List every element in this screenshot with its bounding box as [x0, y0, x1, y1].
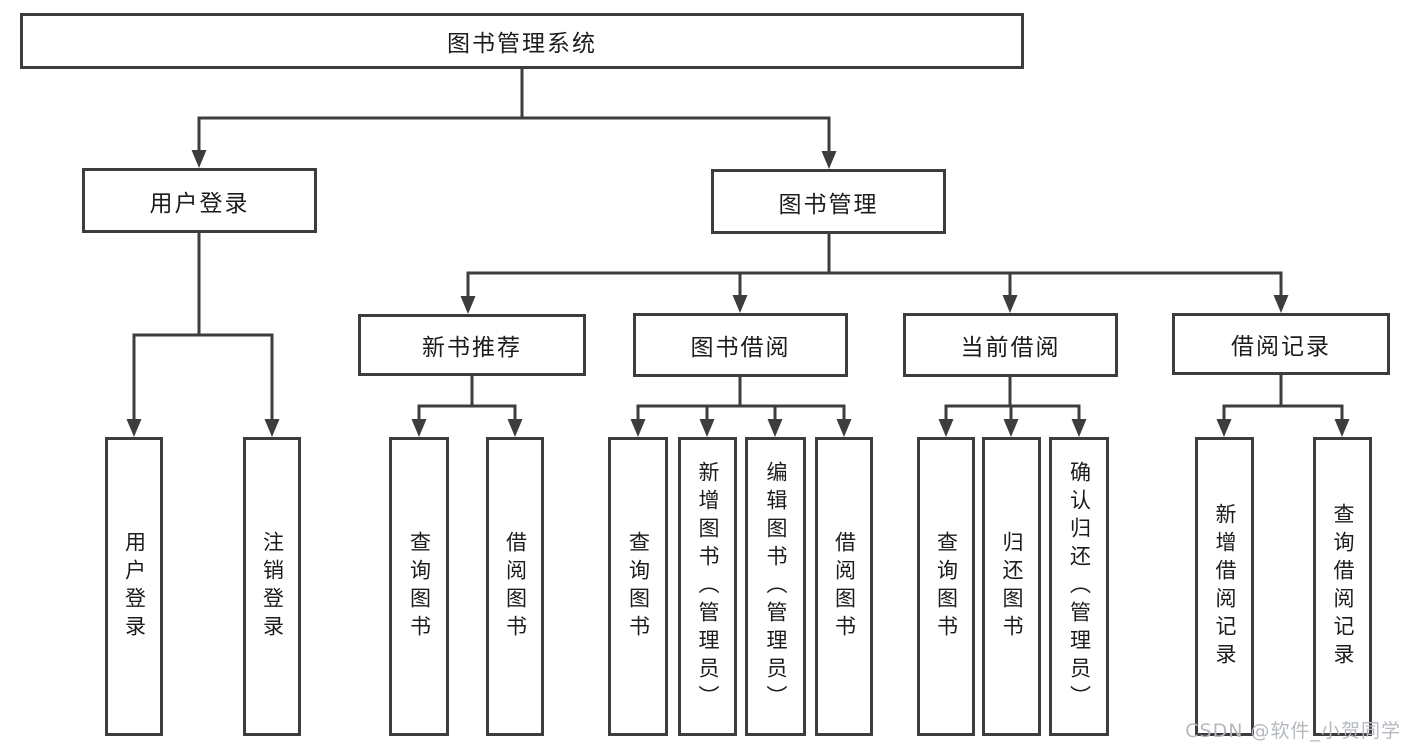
- arrowhead-down-icon: [507, 419, 523, 437]
- node-label: 归还图书: [1000, 530, 1024, 643]
- node-label: 查询图书: [626, 530, 651, 643]
- node-label: 查询借阅记录: [1331, 502, 1355, 671]
- arrowhead-down-icon: [1003, 419, 1019, 437]
- arrowhead-down-icon: [1334, 419, 1350, 437]
- node-label: 新增借阅记录: [1213, 502, 1237, 671]
- node-leaf-user-login: 用户登录: [105, 437, 163, 736]
- node-label: 借阅图书: [832, 530, 857, 643]
- node-leaf-query-book-1: 查询图书: [389, 437, 449, 736]
- node-label: 借阅记录: [1231, 334, 1331, 360]
- node-leaf-confirm-return-admin: 确认归还（管理员）: [1049, 437, 1109, 736]
- node-label: 确认归还（管理员）: [1067, 460, 1092, 713]
- node-leaf-query-book-2: 查询图书: [608, 437, 668, 736]
- node-leaf-logout: 注销登录: [243, 437, 301, 736]
- arrowhead-down-icon: [836, 419, 852, 437]
- node-label: 用户登录: [122, 530, 147, 643]
- node-label: 图书管理系统: [447, 31, 597, 57]
- arrowhead-down-icon: [1216, 419, 1232, 437]
- arrowhead-down-icon: [460, 296, 476, 314]
- node-label: 查询图书: [934, 530, 959, 643]
- node-label: 图书借阅: [690, 335, 791, 361]
- node-current-borrow: 当前借阅: [903, 313, 1118, 377]
- node-borrow-record: 借阅记录: [1172, 313, 1390, 375]
- arrowhead-down-icon: [699, 419, 715, 437]
- node-leaf-add-borrow-record: 新增借阅记录: [1195, 437, 1254, 736]
- node-root-library-system: 图书管理系统: [20, 13, 1024, 69]
- arrowhead-down-icon: [767, 419, 783, 437]
- arrowhead-down-icon: [1071, 419, 1087, 437]
- arrowhead-down-icon: [630, 419, 646, 437]
- arrowhead-down-icon: [191, 150, 207, 168]
- node-label: 新增图书（管理员）: [696, 460, 720, 713]
- node-label: 图书管理: [778, 191, 879, 218]
- csdn-watermark: CSDN @软件_小贺同学: [1185, 720, 1401, 742]
- node-book-management: 图书管理: [711, 169, 946, 234]
- node-leaf-borrow-book-2: 借阅图书: [815, 437, 873, 736]
- node-leaf-return-book: 归还图书: [982, 437, 1041, 736]
- node-book-borrow: 图书借阅: [633, 313, 848, 377]
- node-label: 当前借阅: [960, 335, 1061, 361]
- node-label: 新书推荐: [422, 335, 522, 361]
- arrowhead-down-icon: [821, 151, 837, 169]
- node-leaf-edit-book-admin: 编辑图书（管理员）: [745, 437, 806, 736]
- node-label: 注销登录: [260, 530, 285, 643]
- arrowhead-down-icon: [732, 295, 748, 313]
- arrowhead-down-icon: [264, 419, 280, 437]
- node-label: 用户登录: [149, 190, 250, 217]
- node-leaf-add-book-admin: 新增图书（管理员）: [678, 437, 737, 736]
- node-user-login: 用户登录: [82, 168, 317, 233]
- arrowhead-down-icon: [1273, 295, 1289, 313]
- node-leaf-query-borrow-record: 查询借阅记录: [1313, 437, 1372, 736]
- arrowhead-down-icon: [411, 419, 427, 437]
- node-leaf-borrow-book-1: 借阅图书: [486, 437, 544, 736]
- node-leaf-query-book-3: 查询图书: [917, 437, 975, 736]
- node-label: 借阅图书: [503, 530, 528, 643]
- node-label: 查询图书: [407, 530, 432, 643]
- arrowhead-down-icon: [126, 419, 142, 437]
- arrowhead-down-icon: [1002, 295, 1018, 313]
- arrowhead-down-icon: [938, 419, 954, 437]
- node-label: 编辑图书（管理员）: [764, 460, 788, 713]
- node-new-book-recommend: 新书推荐: [358, 314, 586, 376]
